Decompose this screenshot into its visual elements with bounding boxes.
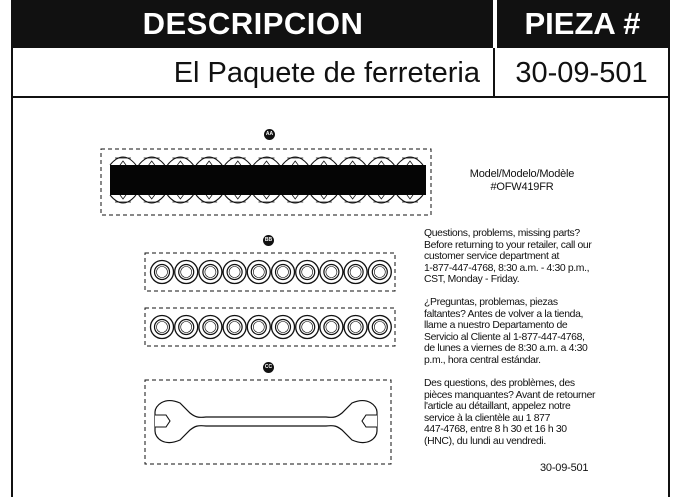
washer-strip-icon	[144, 252, 396, 347]
instruction-sheet: DESCRIPCION PIEZA # El Paquete de ferret…	[11, 0, 670, 497]
header-divider	[493, 0, 497, 48]
description-header: DESCRIPCION	[142, 6, 364, 41]
model-number: Model/Modelo/Modèle #OFW419FR	[452, 168, 592, 194]
wrench-icon	[144, 379, 392, 465]
support-text-french: Des questions, des problèmes, des pièces…	[424, 378, 596, 447]
support-text-english: Questions, problems, missing parts? Befo…	[424, 228, 592, 285]
support-text-spanish: ¿Preguntas, problemas, piezas faltantes?…	[424, 297, 588, 366]
part-badge-bb: BB	[263, 235, 274, 246]
title-row-divider	[493, 48, 495, 96]
title-row: El Paquete de ferreteria 30-09-501	[13, 48, 668, 98]
footer-part-number: 30-09-501	[540, 462, 589, 474]
model-code: #OFW419FR	[490, 181, 554, 193]
model-label: Model/Modelo/Modèle	[469, 168, 575, 180]
part-badge-cc: CC	[263, 362, 274, 373]
product-part-number: 30-09-501	[515, 57, 648, 89]
part-badge-aa: AA	[264, 129, 275, 140]
screw-anchor-strip-icon	[100, 148, 432, 216]
header-bar: DESCRIPCION PIEZA #	[13, 0, 668, 48]
part-number-header: PIEZA #	[524, 6, 641, 41]
product-name: El Paquete de ferreteria	[173, 57, 480, 89]
